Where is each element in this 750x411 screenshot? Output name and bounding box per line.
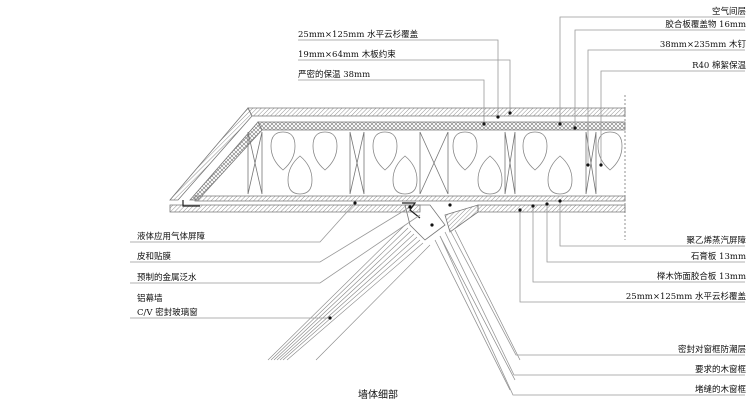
inner-finish-right — [477, 204, 626, 213]
window-jamb-lines — [434, 229, 521, 391]
label-plywood-sheathing: 胶合板覆盖物 16mm — [665, 20, 746, 30]
label-frame-damp-proofing: 密封对窗框防潮层 — [677, 345, 746, 355]
label-sealed-glazing: C/V 密封玻璃窗 — [137, 308, 198, 318]
plywood-sheathing — [257, 121, 626, 131]
label-caulked-frame: 堵缝的木窗框 — [694, 385, 746, 395]
leader-dots — [328, 111, 603, 320]
cladding-diagonal — [169, 107, 253, 201]
studs — [247, 131, 597, 195]
leader-lines — [130, 16, 745, 396]
label-peel-stick-membrane: 皮和贴膜 — [137, 252, 172, 262]
window-frame — [404, 204, 446, 241]
label-wood-studs: 38mm×235mm 木钉 — [659, 40, 746, 50]
label-air-gap: 空气间层 — [711, 7, 746, 17]
label-board-batten: 19mm×64mm 木板约束 — [298, 50, 396, 60]
sill-flashing — [402, 202, 421, 219]
label-metal-flashing: 预制的金属泛水 — [137, 273, 197, 283]
label-air-barrier: 液体应用气体屏障 — [137, 232, 206, 242]
inner-finish-left — [169, 204, 421, 213]
batt-insulation — [270, 131, 623, 195]
curtain-wall-glazing — [267, 224, 431, 361]
label-cedar-cladding-top: 25mm×125mm 水平云杉覆盖 — [298, 30, 419, 40]
label-vapor-barrier: 聚乙烯蒸汽屏障 — [686, 236, 746, 246]
label-gypsum-board: 石膏板 13mm — [690, 252, 746, 262]
label-wood-window-frame: 要求的木窗框 — [694, 365, 746, 375]
label-curtain-wall: 铝幕墙 — [137, 294, 163, 304]
label-birch-plywood: 榉木饰面胶合板 13mm — [656, 272, 746, 282]
metal-flashing — [182, 200, 200, 207]
label-rigid-insulation: 严密的保温 38mm — [298, 70, 371, 80]
drawing-caption: 墙体细部 — [358, 390, 398, 401]
wall-assembly — [169, 95, 626, 391]
window-sill-cladding — [444, 204, 479, 233]
cladding-top — [247, 107, 626, 117]
label-cedar-cladding-bottom: 25mm×125mm 水平云杉覆盖 — [625, 292, 746, 302]
label-batt-insulation: R40 棉絮保温 — [692, 61, 746, 71]
